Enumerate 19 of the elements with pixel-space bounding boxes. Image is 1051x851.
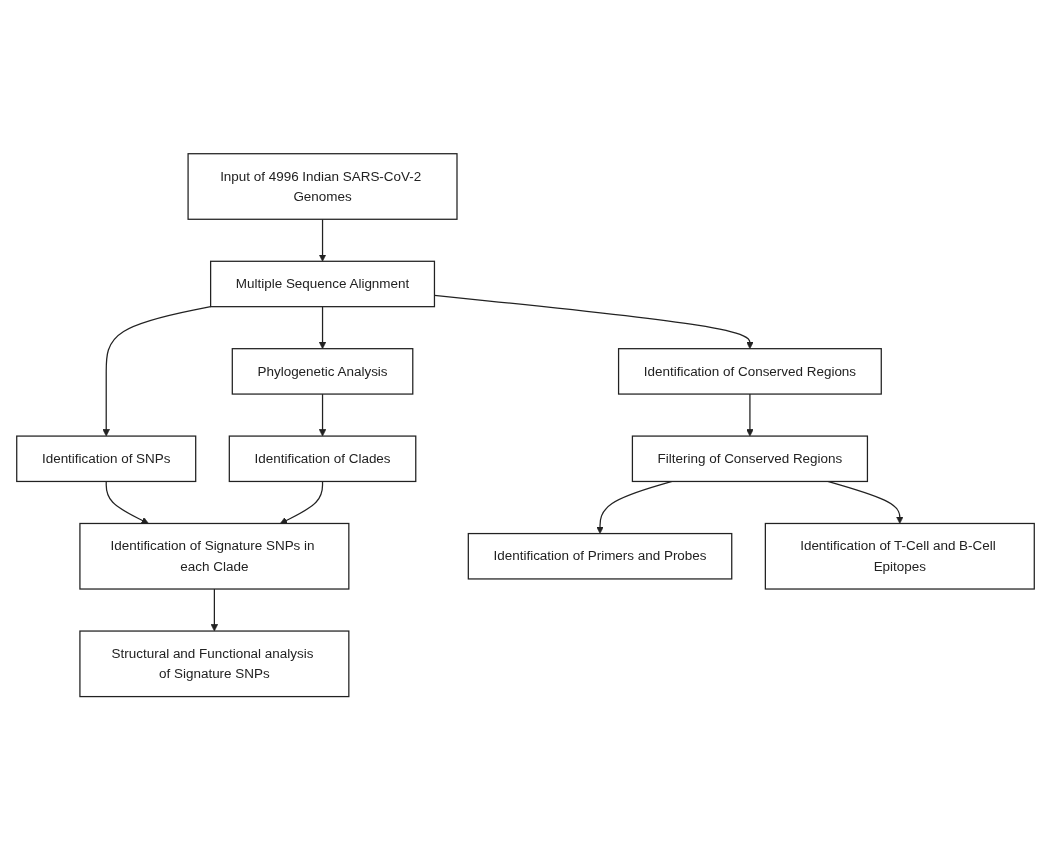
arrow xyxy=(279,481,324,525)
node-box: Identification of Primers and Probes xyxy=(467,533,733,580)
node-box: Identification of Clades xyxy=(228,435,417,483)
arrow xyxy=(102,306,212,437)
arrow xyxy=(318,393,327,437)
node-box: Identification of Conserved Regions xyxy=(617,348,882,396)
arrow xyxy=(210,588,219,632)
arrow xyxy=(746,393,754,437)
node-box: Input of 4996 Indian SARS-CoV-2 Genomes xyxy=(187,153,458,221)
node-box: Multiple Sequence Alignment xyxy=(210,261,436,308)
node-box: Identification of SNPs xyxy=(16,435,197,483)
node-box: Identification of Signature SNPs in each Clade xyxy=(79,523,350,590)
arrow xyxy=(318,219,327,262)
node-box: Phylogenetic Analysis xyxy=(231,348,414,396)
node-box: Filtering of Conserved Regions xyxy=(631,435,869,483)
arrow xyxy=(105,481,149,525)
node-box: Identification of T-Cell and B-Cell Epitopes xyxy=(764,523,1035,590)
arrow xyxy=(318,306,327,350)
node-box: Structural and Functional analysis of Signature SNPs xyxy=(79,630,350,698)
